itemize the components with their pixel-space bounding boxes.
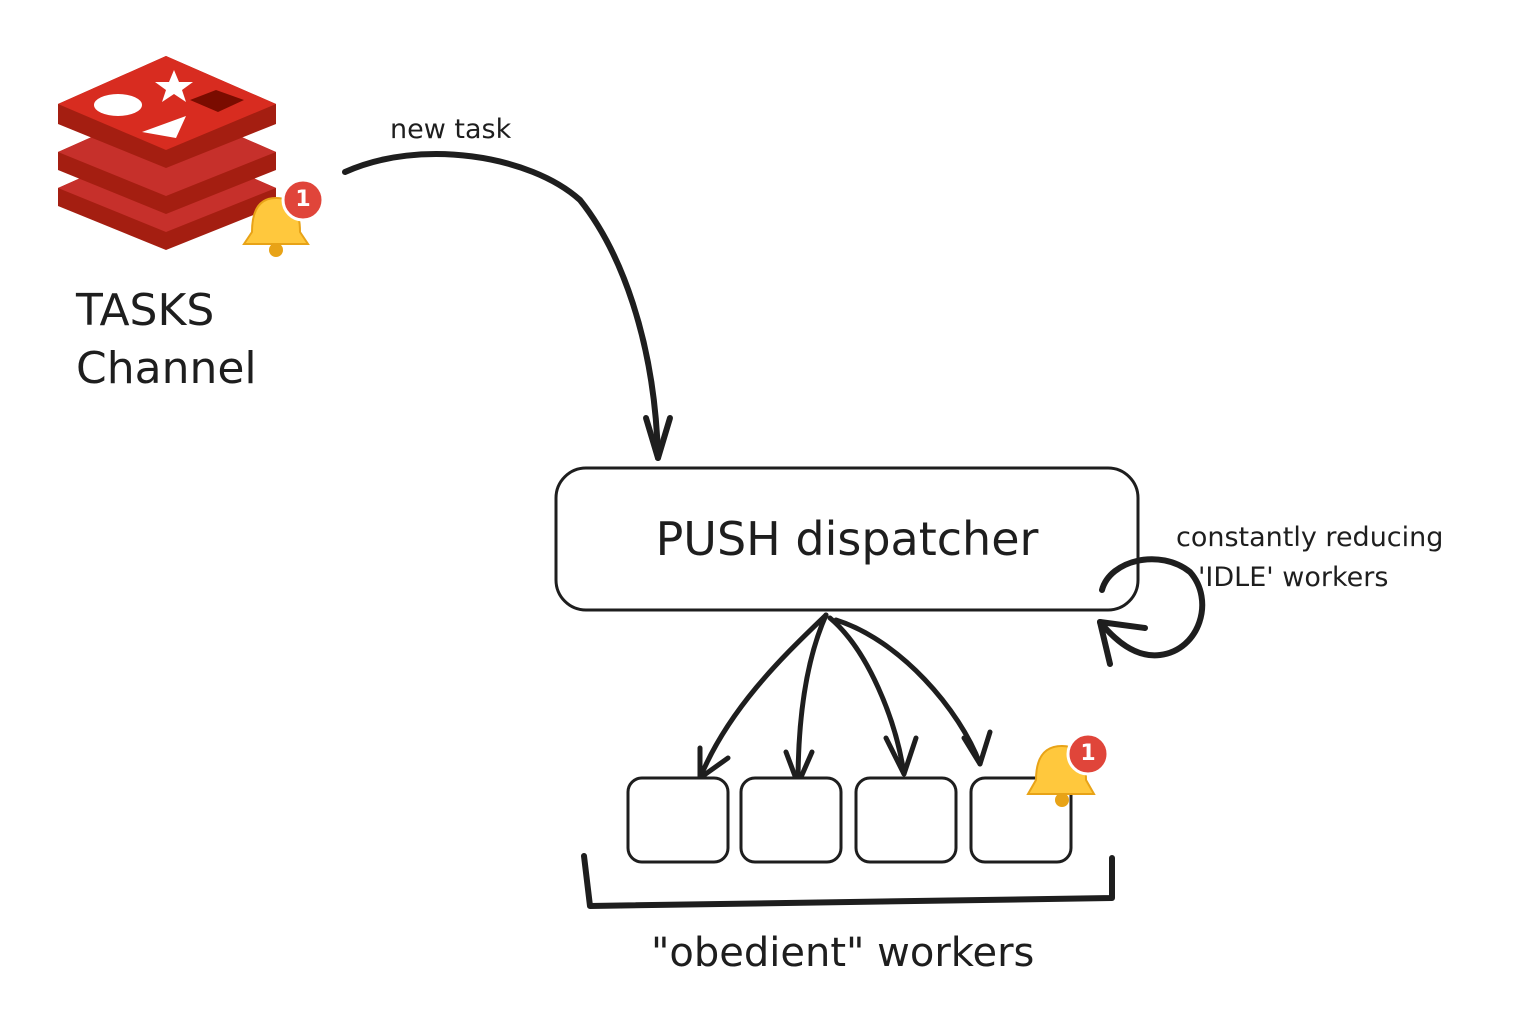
self-loop-label: constantly reducing 'IDLE' workers	[1176, 518, 1443, 598]
source-title-line2: Channel	[76, 343, 257, 394]
source-title-line1: TASKS	[76, 285, 215, 336]
workers-bracket	[581, 853, 1115, 909]
workers-label: "obedient" workers	[651, 930, 1035, 976]
dispatcher-label: PUSH dispatcher	[556, 468, 1138, 610]
source-bell-icon	[242, 178, 325, 257]
worker-badge	[1066, 732, 1110, 776]
dispatcher-box	[554, 466, 1140, 612]
worker-box-1	[626, 776, 730, 864]
dispatcher-label-text: PUSH dispatcher	[655, 512, 1039, 566]
worker-boxes	[626, 776, 1073, 864]
source-badge	[281, 178, 325, 222]
worker-bell-icon	[1026, 732, 1110, 807]
self-loop-label-line1: constantly reducing	[1176, 522, 1444, 553]
edges-to-workers	[697, 612, 993, 787]
worker-badge-count: 1	[1080, 741, 1096, 766]
self-loop-arrow	[1097, 556, 1206, 667]
worker-box-2	[739, 776, 843, 864]
edge-new-task	[342, 151, 673, 461]
edge-label-new-task: new task	[390, 114, 512, 145]
worker-box-4	[969, 776, 1073, 864]
worker-box-3	[854, 776, 958, 864]
source-title: TASKS Channel	[76, 282, 257, 398]
self-loop-label-line2: 'IDLE' workers	[1198, 562, 1389, 593]
redis-logo-icon	[58, 56, 276, 250]
source-badge-count: 1	[295, 187, 311, 212]
